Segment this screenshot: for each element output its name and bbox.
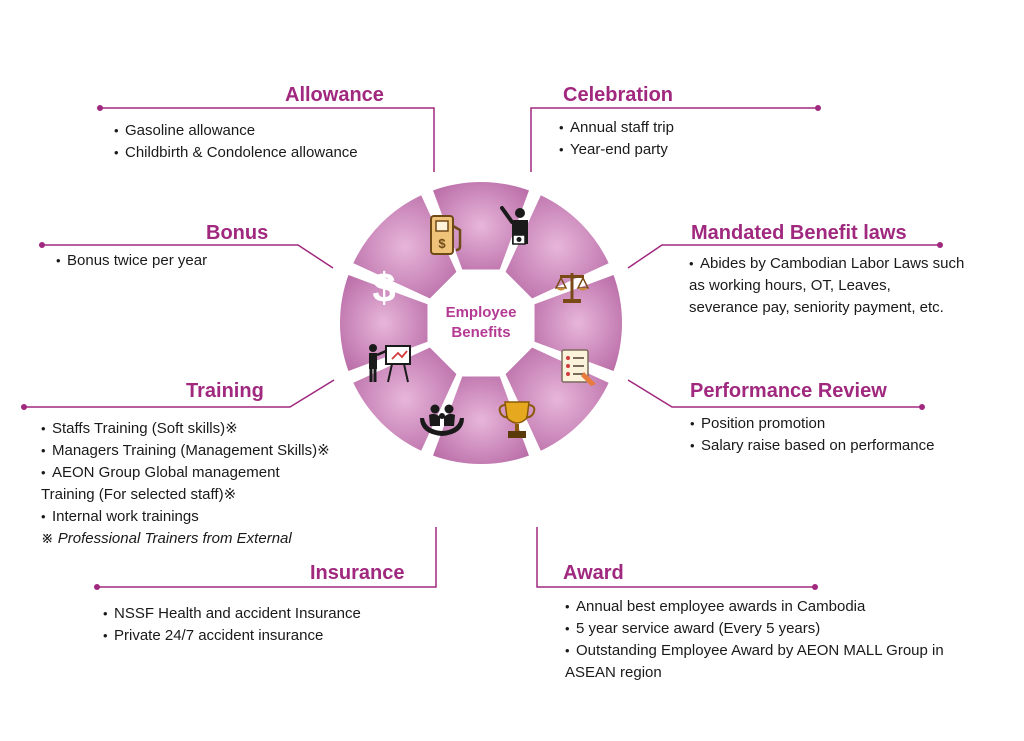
- list-item: Staffs Training (Soft skills)※: [41, 418, 330, 440]
- insurance-list: NSSF Health and accident Insurance Priva…: [103, 603, 361, 647]
- training-note: ※ Professional Trainers from External: [41, 530, 292, 547]
- wheel-segment-award: [430, 374, 532, 466]
- list-item: Managers Training (Management Skills)※: [41, 440, 330, 462]
- list-item: Abides by Cambodian Labor Laws such: [689, 253, 964, 275]
- svg-text:$: $: [438, 236, 446, 251]
- list-item: AEON Group Global management: [41, 462, 330, 484]
- wheel-segment-celebration: [503, 192, 612, 301]
- list-item: Private 24/7 accident insurance: [103, 625, 361, 647]
- list-item: Bonus twice per year: [56, 250, 207, 272]
- scales-icon: [554, 273, 590, 303]
- award-heading: Award: [563, 562, 624, 584]
- insurance-heading: Insurance: [310, 562, 405, 584]
- list-item: 5 year service award (Every 5 years): [565, 618, 944, 640]
- svg-text:$: $: [372, 264, 395, 311]
- list-item: Annual staff trip: [559, 117, 674, 139]
- center-label-line2: Benefits: [451, 324, 510, 341]
- allowance-heading: Allowance: [285, 84, 384, 106]
- dollar-icon: $: [372, 264, 395, 311]
- benefits-wheel: [338, 180, 624, 466]
- celebration-heading: Celebration: [563, 84, 674, 106]
- list-item-continued: Training (For selected staff)※: [41, 486, 237, 503]
- list-item: Gasoline allowance: [114, 120, 358, 142]
- award-list: Annual best employee awards in Cambodia …: [565, 596, 944, 684]
- list-item: Childbirth & Condolence allowance: [114, 142, 358, 164]
- list-item-continued: as working hours, OT, Leaves,: [689, 277, 891, 294]
- checklist-icon: [561, 349, 596, 386]
- mandated-heading: Mandated Benefit laws: [691, 222, 907, 244]
- celebration-list: Annual staff trip Year-end party: [559, 117, 674, 161]
- center-octagon: [431, 273, 531, 373]
- list-item: Annual best employee awards in Cambodia: [565, 596, 944, 618]
- list-item: Year-end party: [559, 139, 674, 161]
- wheel-segment-allowance: [430, 180, 532, 272]
- performance-heading: Performance Review: [690, 380, 887, 402]
- bonus-list: Bonus twice per year: [56, 250, 207, 272]
- center-label-line1: Employee: [446, 304, 517, 321]
- list-item: NSSF Health and accident Insurance: [103, 603, 361, 625]
- person-camera-icon: [500, 206, 528, 245]
- bonus-heading: Bonus: [206, 222, 269, 244]
- list-item-continued: severance pay, seniority payment, etc.: [689, 299, 944, 316]
- connector-lines: [24, 107, 940, 588]
- mandated-list: Abides by Cambodian Labor Laws such as w…: [689, 253, 964, 319]
- wheel-segment-mandated: [532, 272, 624, 374]
- family-hands-icon: [420, 404, 464, 436]
- training-heading: Training: [186, 380, 264, 402]
- list-item: Position promotion: [690, 413, 934, 435]
- list-item: Outstanding Employee Award by AEON MALL …: [565, 640, 944, 662]
- performance-list: Position promotion Salary raise based on…: [690, 413, 934, 457]
- presenter-board-icon: [369, 344, 411, 383]
- fuel-pump-icon: $: [430, 215, 462, 255]
- list-item: Salary raise based on performance: [690, 435, 934, 457]
- list-item: Internal work trainings: [41, 506, 330, 528]
- connector-dots: [21, 105, 943, 590]
- list-item-continued: ASEAN region: [565, 664, 662, 681]
- trophy-icon: [498, 401, 536, 438]
- allowance-list: Gasoline allowance Childbirth & Condolen…: [114, 120, 358, 164]
- training-list: Staffs Training (Soft skills)※ Managers …: [41, 418, 330, 550]
